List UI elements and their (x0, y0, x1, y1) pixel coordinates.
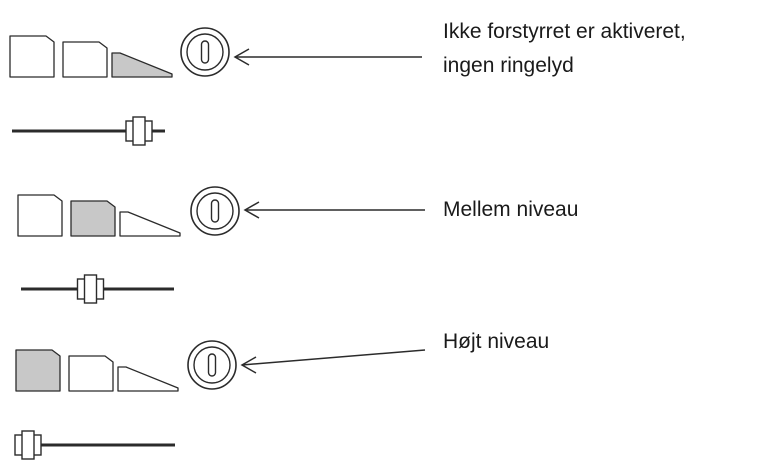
volume-state-3 (14, 340, 426, 460)
slider-handle-inner (132, 116, 146, 146)
slider-handle (14, 430, 42, 460)
volume-level-bar-2 (68, 355, 114, 392)
volume-level-bar-3 (119, 211, 181, 237)
volume-state-1 (9, 27, 422, 146)
caption-medium-level: Mellem niveau (443, 193, 578, 227)
volume-knob-icon (180, 27, 230, 77)
caption-high-level: Højt niveau (443, 325, 549, 359)
knob-slot (210, 199, 220, 223)
caption-line: ingen ringelyd (443, 54, 574, 77)
caption-do-not-disturb: Ikke forstyrret er aktiveret, ingen ring… (443, 15, 686, 83)
volume-level-bar-1 (17, 194, 63, 237)
knob-slot (207, 353, 217, 377)
pointer-arrow-head (243, 201, 260, 219)
pointer-arrow-head (240, 356, 257, 374)
volume-level-bar-1 (9, 35, 55, 78)
pointer-arrow-line (241, 349, 426, 366)
volume-knob-icon (190, 186, 240, 236)
knob-slot (200, 40, 210, 64)
volume-level-bar-2 (62, 41, 108, 78)
volume-state-2 (17, 186, 425, 304)
caption-line: Mellem niveau (443, 198, 579, 221)
volume-level-bar-1 (15, 349, 61, 392)
slider-handle (76, 274, 105, 304)
slider-handle-inner (21, 430, 35, 460)
slider-handle (125, 116, 153, 146)
volume-knob-icon (187, 340, 237, 390)
caption-line: Ikke forstyrret er aktiveret, (443, 20, 686, 43)
pointer-arrow-head (233, 48, 250, 66)
volume-level-bar-3 (117, 366, 179, 392)
volume-level-bar-3 (111, 52, 173, 78)
volume-level-bar-2 (70, 200, 116, 237)
caption-line: Højt niveau (443, 330, 550, 353)
slider-handle-inner (83, 274, 98, 304)
